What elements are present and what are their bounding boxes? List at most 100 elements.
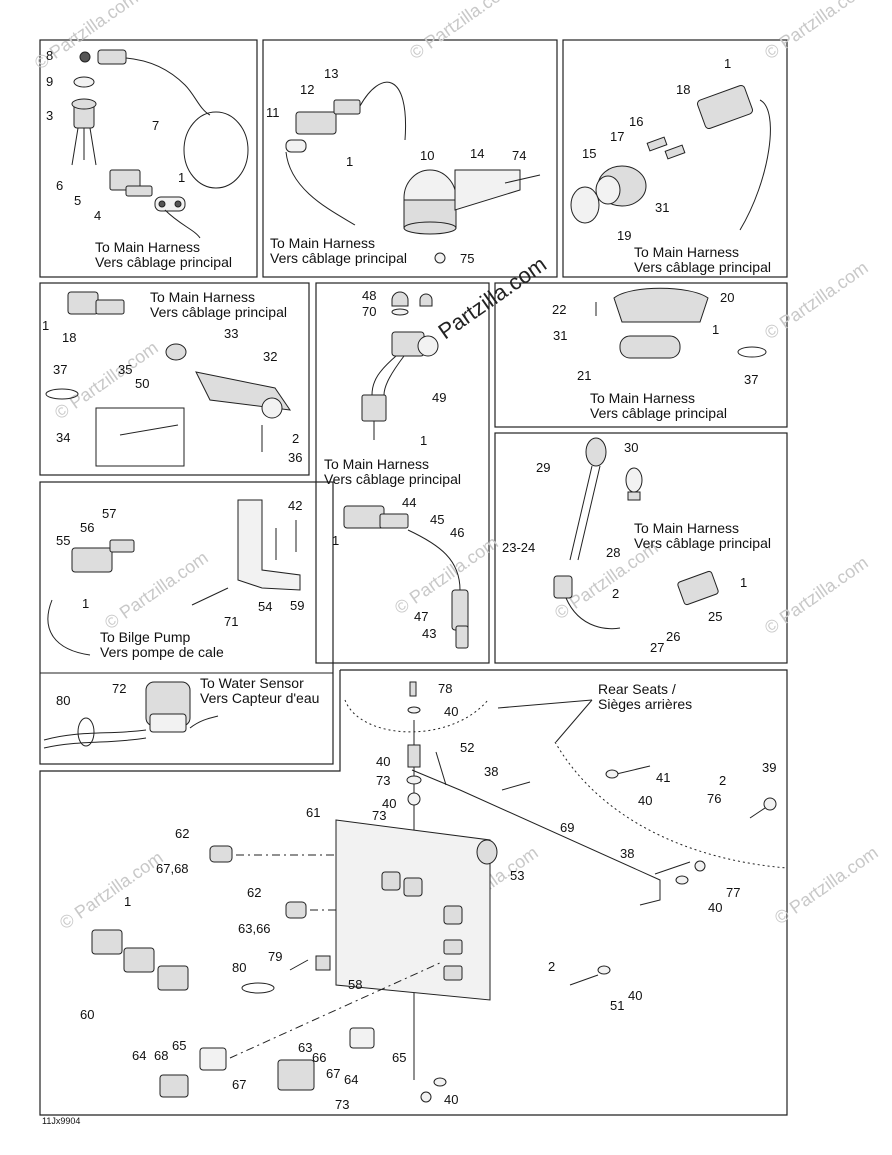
watermark-text: © Partzilla.com [761, 257, 872, 343]
part-number: 1 [82, 596, 89, 611]
part-number: 31 [553, 328, 567, 343]
part-number: 16 [629, 114, 643, 129]
callout-to-water-sensor: To Water Sensor [200, 675, 304, 691]
part-number: 29 [536, 460, 550, 475]
part-number: 38 [484, 764, 498, 779]
part-number: 65 [172, 1038, 186, 1053]
part-number: 8 [46, 48, 53, 63]
part-number: 49 [432, 390, 446, 405]
watermark-center: Partzilla.com [434, 251, 551, 344]
callout-vers-capteur: Vers Capteur d'eau [200, 690, 319, 706]
part-number: 69 [560, 820, 574, 835]
part-number: 43 [422, 626, 436, 641]
panel-2-labels: 13 12 11 1 10 14 74 75 To Main Harness V… [266, 66, 526, 266]
callout-vers-cablage: Vers câblage principal [95, 254, 232, 270]
part-number: 52 [460, 740, 474, 755]
part-number: 32 [263, 349, 277, 364]
part-number: 53 [510, 868, 524, 883]
part-number: 17 [610, 129, 624, 144]
part-number: 79 [268, 949, 282, 964]
panel-11-parts [91, 681, 788, 1103]
part-number: 1 [346, 154, 353, 169]
part-number: 77 [726, 885, 740, 900]
part-number: 80 [232, 960, 246, 975]
part-number: 26 [666, 629, 680, 644]
part-number: 66 [312, 1050, 326, 1065]
callout-to-main-harness: To Main Harness [324, 456, 429, 472]
panel-11-labels: 78 40 52 40 73 38 41 40 2 39 76 61 73 40… [80, 681, 776, 1112]
watermark-text: © Partzilla.com [56, 847, 167, 933]
watermark-text: © Partzilla.com [391, 532, 502, 618]
part-number: 60 [80, 1007, 94, 1022]
part-number: 30 [624, 440, 638, 455]
part-number: 34 [56, 430, 70, 445]
callout-rear-seats: Rear Seats / [598, 681, 676, 697]
part-number: 51 [610, 998, 624, 1013]
panel-3-labels: 1 18 16 17 15 31 19 To Main Harness Vers… [582, 56, 771, 275]
part-number: 64 [132, 1048, 146, 1063]
part-number: 50 [135, 376, 149, 391]
part-number: 39 [762, 760, 776, 775]
panel-6-parts [595, 287, 767, 359]
part-number: 40 [444, 1092, 458, 1107]
part-number: 2 [548, 959, 555, 974]
panel-7-parts [47, 499, 301, 656]
panel-6-labels: 22 20 31 1 21 37 To Main Harness Vers câ… [552, 290, 758, 421]
part-number: 48 [362, 288, 376, 303]
callout-sieges: Sièges arrières [598, 696, 692, 712]
callout-vers-cablage: Vers câblage principal [634, 259, 771, 275]
part-number: 19 [617, 228, 631, 243]
part-number: 67,68 [156, 861, 189, 876]
part-number: 9 [46, 74, 53, 89]
part-number: 40 [708, 900, 722, 915]
part-number: 18 [62, 330, 76, 345]
part-number: 40 [382, 796, 396, 811]
part-number: 40 [444, 704, 458, 719]
part-number: 73 [372, 808, 386, 823]
part-number: 2 [292, 431, 299, 446]
panel-9-parts [343, 505, 469, 649]
part-number: 33 [224, 326, 238, 341]
part-number: 67 [232, 1077, 246, 1092]
part-number: 14 [470, 146, 484, 161]
panel-2-parts [285, 81, 541, 264]
part-number: 63 [298, 1040, 312, 1055]
part-number: 44 [402, 495, 416, 510]
part-number: 37 [744, 372, 758, 387]
part-number: 28 [606, 545, 620, 560]
callout-vers-cablage: Vers câblage principal [590, 405, 727, 421]
watermark-text: © Partzilla.com [761, 552, 872, 638]
part-number: 61 [306, 805, 320, 820]
part-number: 78 [438, 681, 452, 696]
callout-vers-cablage: Vers câblage principal [270, 250, 407, 266]
part-number: 42 [288, 498, 302, 513]
part-number: 63,66 [238, 921, 271, 936]
panel-4-labels: 1 18 33 35 50 32 37 34 2 36 To Main Harn… [42, 289, 302, 465]
part-number: 73 [376, 773, 390, 788]
part-number: 1 [332, 533, 339, 548]
part-number: 2 [612, 586, 619, 601]
panel-9-labels: 44 45 46 1 47 43 [332, 495, 464, 641]
part-number: 2 [719, 773, 726, 788]
part-number: 45 [430, 512, 444, 527]
part-number: 23-24 [502, 540, 535, 555]
part-number: 57 [102, 506, 116, 521]
part-number: 62 [175, 826, 189, 841]
part-number: 70 [362, 304, 376, 319]
part-number: 73 [335, 1097, 349, 1112]
callout-to-main-harness: To Main Harness [634, 520, 739, 536]
part-number: 6 [56, 178, 63, 193]
part-number: 20 [720, 290, 734, 305]
part-number: 15 [582, 146, 596, 161]
part-number: 12 [300, 82, 314, 97]
panel-5-labels: 48 70 49 1 To Main Harness Vers câblage … [324, 288, 461, 487]
part-number: 21 [577, 368, 591, 383]
part-number: 5 [74, 193, 81, 208]
part-number: 37 [53, 362, 67, 377]
watermark-text: © Partzilla.com [761, 0, 872, 63]
part-number: 71 [224, 614, 238, 629]
part-number: 7 [152, 118, 159, 133]
callout-to-main-harness: To Main Harness [590, 390, 695, 406]
callout-vers-pompe: Vers pompe de cale [100, 644, 224, 660]
